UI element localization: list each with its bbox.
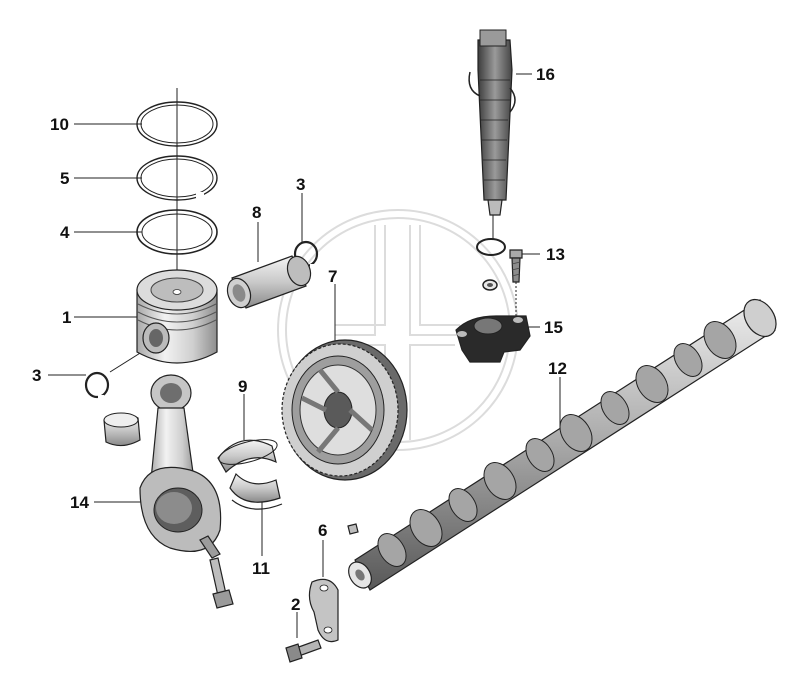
connecting-rod: [139, 374, 222, 559]
callout-13: 13: [546, 245, 565, 264]
callout-12: 12: [548, 359, 567, 378]
callout-11: 11: [252, 559, 270, 578]
rod-bolt: [209, 557, 234, 609]
bearing-shell-upper: [217, 439, 278, 473]
callout-3-right: 3: [296, 175, 305, 194]
injector-clamp: [455, 315, 531, 363]
callout-7: 7: [328, 267, 337, 286]
callout-16: 16: [536, 65, 555, 84]
piston-ring-middle: [136, 155, 218, 201]
thrust-plate-bolt: [285, 639, 322, 663]
oil-control-ring: [136, 209, 218, 255]
callout-15: 15: [544, 318, 563, 337]
retaining-clip-left: [84, 371, 110, 399]
fuel-injector: [468, 29, 516, 216]
clamp-bolt: [509, 249, 523, 283]
callout-5: 5: [60, 169, 69, 188]
callout-3-left: 3: [32, 366, 41, 385]
callout-labels: 10 5 4 1 3 8 3 7 9 14 11 6 2 12 16 13 15: [32, 65, 567, 614]
camshaft: [348, 298, 777, 591]
callout-14: 14: [70, 493, 89, 512]
piston-ring-top: [136, 101, 218, 147]
callout-8: 8: [252, 203, 261, 222]
callout-2: 2: [291, 595, 300, 614]
small-end-bushing: [103, 412, 141, 447]
callout-4: 4: [60, 223, 70, 242]
injector-washer: [482, 279, 498, 291]
thrust-plate: [308, 578, 339, 643]
piston-pin: [226, 255, 312, 309]
callout-6: 6: [318, 521, 327, 540]
injector-seal-ring: [476, 238, 506, 256]
bearing-shell-lower: [229, 472, 283, 510]
camshaft-gear: [281, 339, 408, 481]
callout-10: 10: [50, 115, 69, 134]
callout-1: 1: [62, 308, 71, 327]
piston: [136, 269, 218, 364]
callout-9: 9: [238, 377, 247, 396]
woodruff-key: [347, 523, 359, 535]
